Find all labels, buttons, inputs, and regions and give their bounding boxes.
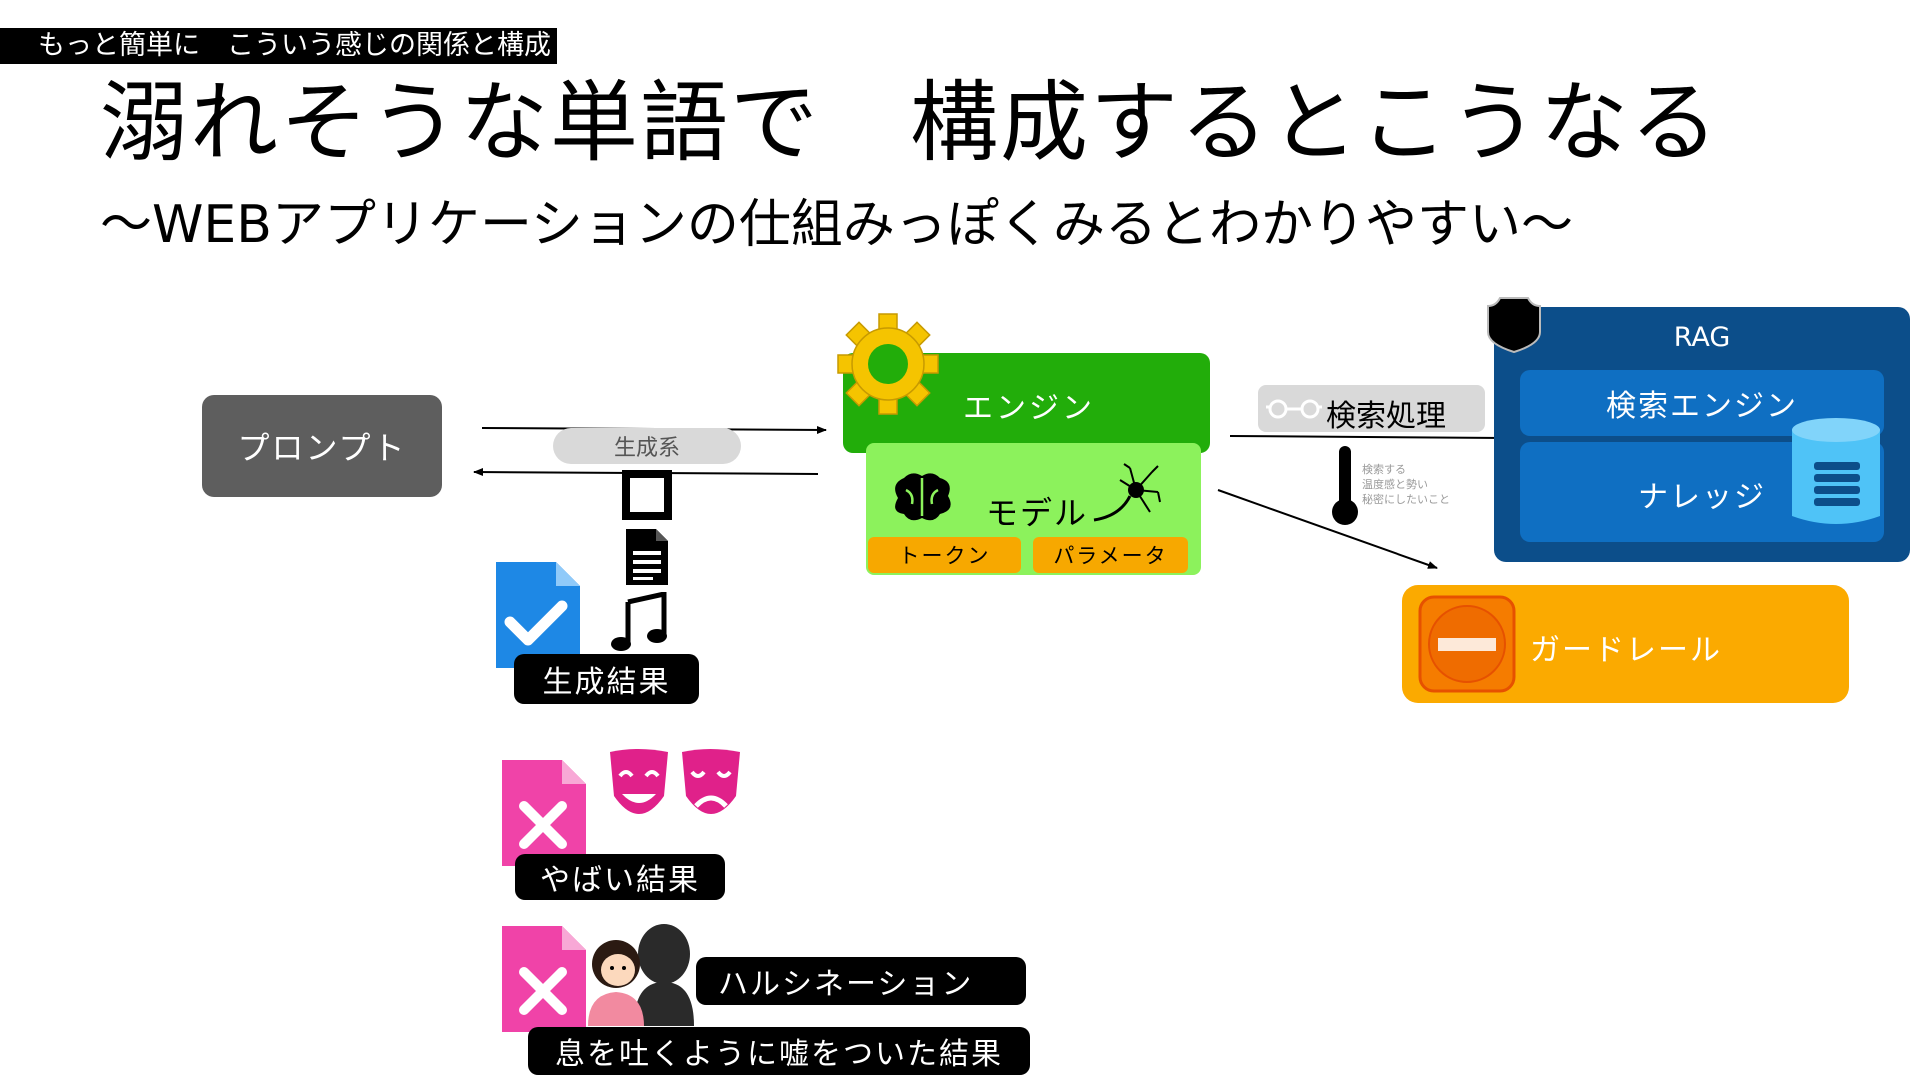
guardrail-box: ガードレール (1402, 585, 1849, 703)
brain-icon (895, 473, 951, 521)
thermometer-icon (1332, 446, 1358, 525)
police-badge-icon (1487, 297, 1541, 354)
generated-result-label: 生成結果 (514, 654, 699, 704)
header-tag: もっと簡単に こういう感じの関係と構成 (0, 28, 557, 64)
thermometer-note-line: 温度感と勢い (1362, 478, 1428, 491)
page-subtitle: ～WEBアプリケーションの仕組みっぽくみるとわかりやすい～ (100, 195, 1573, 255)
music-note-icon (611, 592, 667, 651)
whisper-people-icon (588, 924, 694, 1026)
glasses-icon (1266, 399, 1322, 419)
neuron-icon (1093, 463, 1161, 522)
guardrail-label: ガードレール (1530, 633, 1722, 668)
bad-result-label: やばい結果 (515, 854, 725, 900)
document-icon (626, 529, 668, 585)
parameter-box: パラメータ (1033, 537, 1188, 573)
no-entry-icon (1418, 595, 1516, 693)
token-box: トークン (868, 537, 1021, 573)
theater-masks-icon (610, 749, 740, 814)
gear-icon (837, 313, 939, 415)
thermometer-note-line: 秘密にしたいこと (1362, 493, 1450, 506)
search-process-box: 検索処理 (1258, 385, 1485, 434)
arrow-engine-to-guardrail (1217, 489, 1438, 569)
search-engine-box: 検索エンジン (1520, 370, 1884, 436)
hallucination-label: ハルシネーション (696, 957, 1026, 1005)
knowledge-label: ナレッジ (1638, 480, 1766, 515)
search-process-label: 検索処理 (1326, 399, 1446, 434)
thermometer-note: 検索する 温度感と勢い 秘密にしたいこと (1362, 462, 1450, 507)
page-title: 溺れそうな単語で 構成するとこうなる (100, 71, 1721, 174)
document-error-icon (502, 760, 586, 866)
generation-label: 生成系 (553, 428, 741, 464)
arrow-engine-to-rag (1229, 433, 1505, 442)
rag-title: RAG (1673, 322, 1731, 353)
lie-result-label: 息を吐くように嘘をついた結果 (528, 1027, 1030, 1075)
engine-label: エンジン (963, 391, 1095, 426)
database-icon (1792, 418, 1880, 524)
document-check-icon (496, 562, 580, 668)
prompt-box: プロンプト (202, 395, 442, 497)
model-label: モデル (986, 494, 1089, 532)
image-frame-icon (622, 470, 672, 520)
thermometer-note-line: 検索する (1362, 463, 1406, 476)
document-error-icon (502, 926, 586, 1032)
